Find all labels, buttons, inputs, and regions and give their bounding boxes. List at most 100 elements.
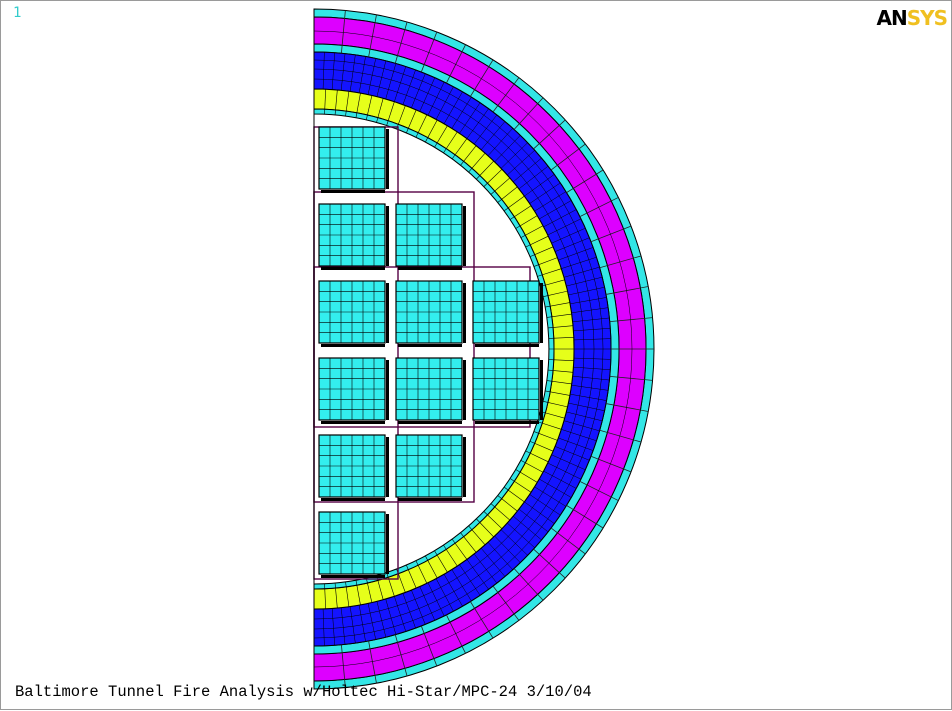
shield-mesh-line	[568, 402, 605, 411]
outer-mesh-line	[533, 548, 566, 579]
shield-mesh-line	[563, 266, 600, 278]
shield-mesh-line	[331, 52, 335, 90]
outer-mesh-line	[420, 31, 438, 73]
shield-mesh-line	[568, 287, 605, 296]
outer-mesh-line	[513, 97, 544, 130]
fuel-cell	[318, 357, 389, 424]
shield-mesh-line	[572, 317, 610, 323]
shield-mesh-line	[459, 564, 481, 596]
ansys-logo: ANSYS	[876, 6, 948, 30]
shield-mesh-line	[529, 494, 561, 516]
fuel-cell-wall	[463, 283, 466, 343]
shield-mesh-line	[322, 52, 325, 90]
shield-mesh-line	[385, 598, 397, 635]
hoop-mesh-line	[313, 68, 595, 630]
window-number: 1	[13, 5, 22, 21]
liner-mesh-line	[497, 186, 518, 203]
fuel-cell	[318, 511, 389, 578]
outer-mesh-line	[492, 77, 520, 113]
shield-mesh-line	[563, 420, 600, 432]
hoop-mesh-line	[313, 30, 633, 668]
liner-mesh-line	[406, 564, 417, 589]
liner-mesh-line	[483, 511, 503, 529]
shield-mesh-line	[573, 328, 611, 332]
outer-mesh-line	[550, 527, 586, 555]
fuel-cell-wall	[398, 267, 462, 270]
fuel-cell-wall	[475, 421, 539, 424]
liner-mesh-line	[443, 544, 458, 567]
shield-mesh-line	[480, 548, 506, 577]
shield-mesh-line	[435, 578, 454, 612]
liner-mesh-line	[334, 583, 338, 608]
liner-mesh-line	[548, 325, 573, 329]
liner-mesh-line	[537, 268, 562, 277]
shield-mesh-line	[566, 276, 603, 287]
shield-mesh-line	[547, 462, 582, 480]
hoop-mesh-line	[313, 78, 585, 620]
shield-mesh-line	[322, 608, 325, 646]
liner-mesh-line	[415, 114, 428, 138]
fuel-cell	[395, 434, 466, 501]
shield-mesh-line	[500, 529, 528, 556]
fuel-cell	[318, 203, 389, 270]
liner-mesh-line	[543, 290, 568, 298]
shield-mesh-line	[551, 454, 586, 471]
shield-mesh-line	[571, 384, 609, 391]
liner-mesh-line	[345, 581, 350, 607]
shield-mesh-line	[513, 515, 542, 541]
shield-mesh-line	[573, 366, 611, 370]
liner-mesh-line	[529, 441, 554, 452]
liner-mesh-line	[540, 411, 565, 419]
shield-mesh-line	[427, 582, 445, 617]
liner-mesh-line	[434, 125, 448, 148]
shield-mesh-line	[376, 60, 387, 97]
shield-mesh-line	[539, 200, 572, 220]
fuel-cell-wall	[540, 283, 543, 343]
outer-mesh-line	[609, 317, 653, 322]
shield-mesh-line	[427, 81, 445, 116]
liner-mesh-line	[497, 495, 518, 512]
fuel-cell-wall	[321, 190, 385, 193]
fuel-cell-wall	[321, 344, 385, 347]
liner-mesh-line	[406, 109, 417, 134]
outer-mesh-line	[420, 625, 438, 667]
liner-mesh-line	[483, 169, 503, 187]
outer-mesh-line	[605, 286, 649, 295]
shield-mesh-line	[494, 535, 521, 563]
liner-mesh-line	[546, 313, 572, 318]
liner-mesh-line	[503, 195, 525, 212]
shield-mesh-line	[507, 522, 535, 548]
shield-mesh-line	[349, 606, 356, 644]
fuel-cell	[395, 357, 466, 424]
shield-mesh-line	[443, 91, 463, 124]
shield-mesh-line	[566, 411, 603, 422]
liner-mesh-line	[490, 503, 510, 521]
shield-mesh-line	[367, 58, 376, 95]
liner-mesh-line	[520, 460, 544, 473]
shield-mesh-line	[473, 114, 498, 145]
liner-mesh-line	[476, 518, 494, 538]
fuel-cell-wall	[398, 498, 462, 501]
fuel-cell-wall	[386, 360, 389, 420]
shield-mesh-line	[419, 77, 436, 112]
outer-mesh-line	[579, 197, 619, 217]
outer-mesh-line	[599, 429, 642, 443]
fuel-cell-wall	[540, 360, 543, 420]
shield-mesh-line	[513, 157, 542, 183]
liner-mesh-line	[355, 580, 361, 605]
outer-mesh-line	[446, 614, 466, 654]
fuel-cell	[472, 357, 543, 424]
shield-mesh-line	[554, 237, 590, 252]
liner-mesh-line	[324, 583, 326, 609]
shield-mesh-line	[367, 603, 376, 640]
outer-mesh-line	[470, 601, 494, 639]
liner-mesh-line	[451, 538, 468, 560]
liner-mesh-line	[537, 421, 562, 430]
liner-mesh-line	[468, 153, 486, 173]
outer-mesh-line	[394, 634, 408, 677]
liner-mesh-line	[365, 578, 373, 603]
fuel-cell	[318, 280, 389, 347]
fuel-cell-wall	[386, 206, 389, 266]
liner-mesh-line	[396, 105, 406, 130]
